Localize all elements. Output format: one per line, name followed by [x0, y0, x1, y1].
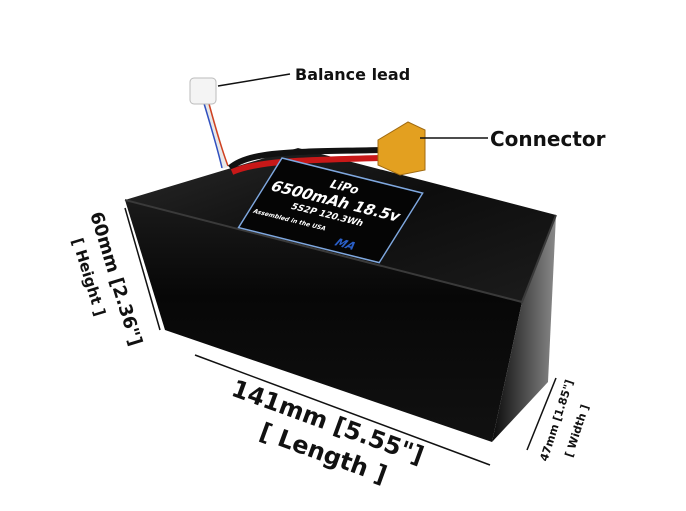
balance-plug [189, 77, 217, 105]
product-label: LiPo 6500mAh 18.5v 5S2P 120.3Wh Assemble… [237, 157, 424, 264]
connector-callout: Connector [420, 127, 606, 151]
battery-side-face [492, 215, 556, 442]
battery-front-face [125, 200, 522, 442]
label-chemistry: LiPo [327, 178, 363, 197]
brand-logo: MA [332, 236, 358, 252]
connector-plug [377, 121, 426, 176]
balance-lead-callout: Balance lead [217, 65, 410, 87]
balance-lead-label: Balance lead [295, 65, 410, 84]
width-label: [ Width ] [562, 403, 591, 459]
connector-label: Connector [490, 127, 606, 151]
balance-lead [189, 77, 229, 169]
